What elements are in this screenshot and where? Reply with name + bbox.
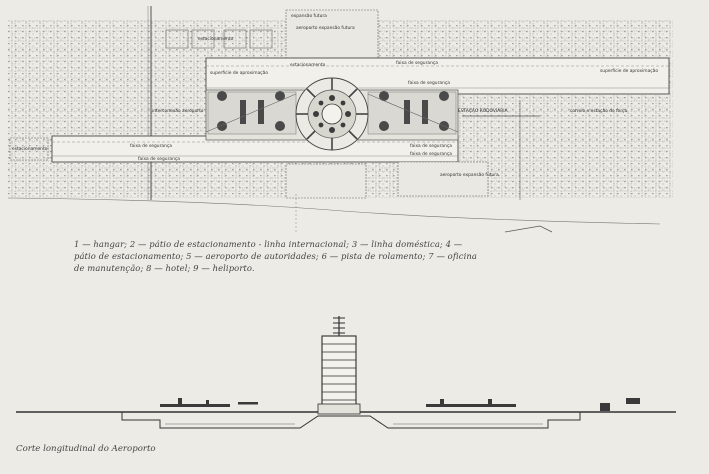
label-parking-1: estacionamento — [198, 36, 234, 42]
label-lower-left-block: estacionamento — [12, 146, 48, 152]
label-future-extension-left: superfície de aproximação — [210, 69, 268, 76]
aircraft-right — [426, 398, 640, 411]
label-security-band-bottom-inner: faixa de segurança — [410, 151, 452, 157]
label-mail-station: correio e estação de força — [570, 108, 627, 114]
longitudinal-section — [16, 316, 676, 429]
legend-line-1: 1 — hangar; 2 — pátio de estacionamento … — [74, 239, 463, 249]
label-security-band-top: faixa de segurança — [396, 60, 438, 66]
runway-strip-upper: faixa de segurança faixa de segurança su… — [205, 57, 670, 95]
label-transport-station: ESTAÇÃO RODOVIÁRIA — [458, 107, 508, 114]
label-future-expansion: expansão futura — [291, 13, 327, 19]
legend-line-3: de manutenção; 8 — hotel; 9 — heliporto. — [74, 263, 255, 273]
legend-line-2: pátio de estacionamento; 5 — aeroporto d… — [74, 251, 477, 261]
legend-caption: 1 — hangar; 2 — pátio de estacionamento … — [74, 238, 634, 274]
future-expansion-bottom: aeroporto expansão futura — [285, 161, 499, 199]
central-terminal-complex — [205, 77, 459, 151]
label-future-airport-exp: aeroporto expansão futura — [296, 25, 355, 31]
label-future-lower: aeroporto expansão futura — [440, 172, 499, 178]
label-interconnection: interconexão aeroporto — [152, 108, 204, 114]
label-security-band-bottom-left: faixa de segurança — [138, 156, 180, 162]
label-security-band-right-bottom: faixa de segurança — [410, 143, 452, 149]
hotel-tower — [317, 316, 361, 415]
label-security-band-left: faixa de segurança — [130, 143, 172, 149]
label-parking-2: estacionamento — [290, 62, 326, 68]
label-security-band-inner: faixa de segurança — [408, 80, 450, 86]
label-future-extension-right: superfície de aproximação — [600, 67, 658, 74]
airport-site-plan: expansão futura aeroporto expansão futur… — [7, 6, 673, 233]
underground-structure — [121, 412, 581, 429]
future-expansion-top: expansão futura aeroporto expansão futur… — [285, 9, 379, 59]
site-boundary — [7, 197, 661, 225]
aircraft-left — [160, 398, 258, 407]
parking-blocks-top: estacionamento — [165, 29, 273, 49]
section-caption: Corte longitudinal do Aeroporto — [16, 444, 156, 454]
